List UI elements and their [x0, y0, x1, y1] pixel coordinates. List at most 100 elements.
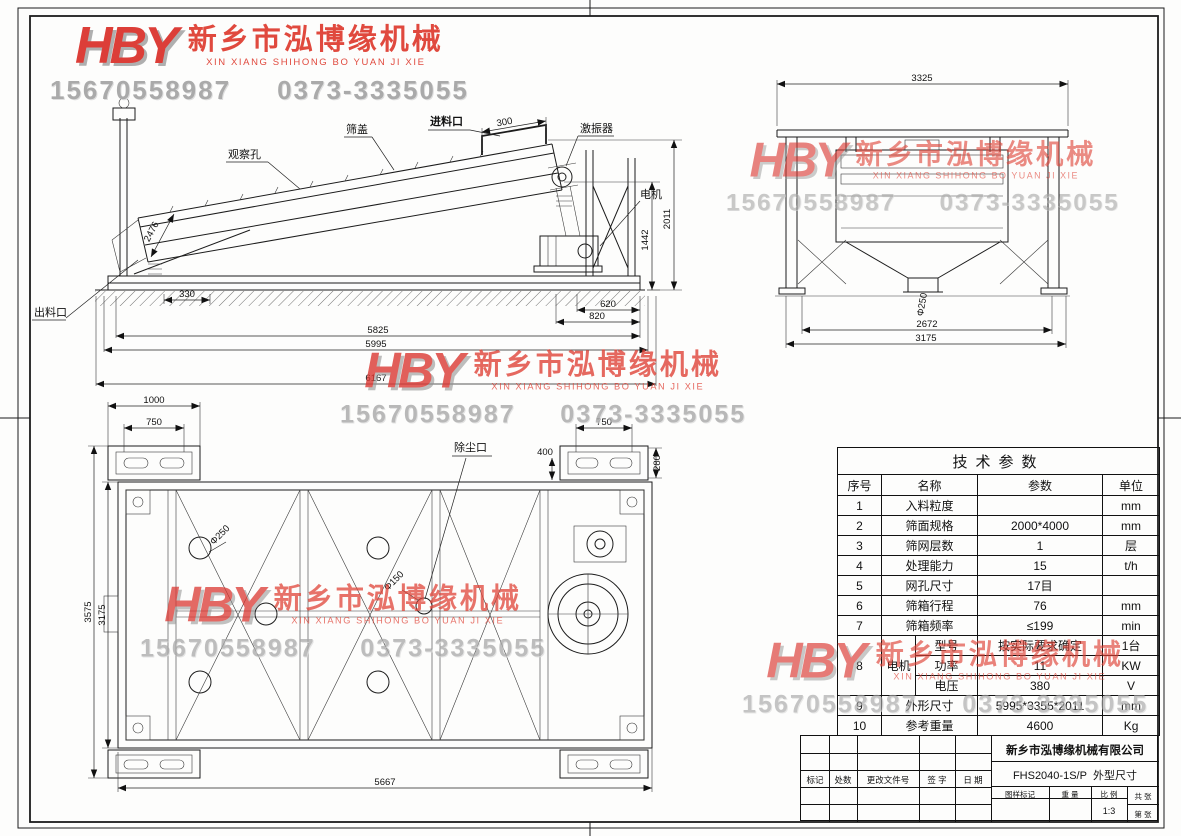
param-unit: V — [1101, 675, 1161, 696]
param-no: 2 — [837, 515, 882, 536]
exciter-unit — [547, 162, 579, 191]
top-view: 除尘口 Φ250 Φ150 1000 750 750 400 280 3575 — [83, 395, 663, 792]
rev-header-date: 日 期 — [963, 775, 983, 785]
side-view: 观察孔 筛盖 进料口 激振器 电机 出料口 300 2476 1442 — [32, 97, 682, 388]
drawing-number: FHS2040-1S/P — [1012, 770, 1087, 782]
param-row-motor: 电压 380 V — [838, 675, 1161, 696]
dim-2672: 2672 — [916, 319, 937, 330]
scale-header: 比 例 — [1100, 790, 1118, 799]
param-subname: 电压 — [915, 675, 978, 696]
param-unit: t/h — [1101, 555, 1161, 576]
front-frame — [775, 129, 1070, 297]
top-view-labels: 除尘口 Φ250 Φ150 — [208, 440, 492, 601]
param-name: 筛网层数 — [881, 535, 978, 556]
label-motor: 电机 — [640, 187, 662, 201]
side-view-dimensions: 300 2476 1442 2011 330 620 820 5825 5995… — [95, 116, 682, 388]
dim-3325: 3325 — [911, 73, 932, 84]
company-name: 新乡市泓博缘机械有限公司 — [1006, 745, 1144, 757]
param-no: 4 — [837, 555, 882, 576]
param-name: 电机 — [881, 635, 916, 696]
dim-820: 820 — [589, 311, 605, 322]
param-unit: mm — [1101, 595, 1161, 616]
param-unit: 层 — [1101, 535, 1161, 556]
col-no: 序号 — [837, 474, 882, 496]
sheet-number: 第 张 — [1134, 810, 1152, 819]
label-observation-hole: 观察孔 — [228, 147, 261, 161]
param-no: 7 — [837, 615, 882, 636]
motor-unit — [533, 185, 603, 273]
top-flanges — [107, 445, 649, 779]
dim-5995: 5995 — [365, 339, 386, 350]
dim-330: 330 — [179, 289, 195, 300]
param-unit: KW — [1101, 655, 1161, 676]
param-no: 6 — [837, 595, 882, 616]
param-unit: Kg — [1101, 715, 1161, 736]
param-value: 5995*3355*2011 — [977, 695, 1103, 716]
side-view-labels: 观察孔 筛盖 进料口 激振器 电机 出料口 — [32, 114, 662, 321]
param-subname: 型号 — [915, 635, 978, 656]
param-unit: mm — [1101, 515, 1161, 536]
sheet-total: 共 张 — [1134, 792, 1152, 801]
param-no: 9 — [837, 695, 882, 716]
label-dust-port: 除尘口 — [454, 440, 487, 454]
param-row-motor: 8 电机 型号 按实际要求确定 1台 — [837, 635, 1161, 696]
param-value: 15 — [977, 555, 1103, 576]
label-discharge-outlet: 出料口 — [34, 305, 67, 319]
param-unit: mm — [1101, 495, 1161, 516]
table-title: 技术参数 — [836, 447, 1161, 475]
scale-value: 1:3 — [1102, 806, 1116, 816]
dim-3575: 3575 — [83, 601, 94, 622]
param-name: 筛箱行程 — [881, 595, 978, 616]
param-unit: mm — [1101, 695, 1161, 716]
front-view-dimensions: 3325 Φ250 2672 3175 — [776, 73, 1069, 348]
param-name: 外形尺寸 — [881, 695, 978, 716]
dim-1000: 1000 — [143, 395, 164, 406]
param-name: 筛箱频率 — [881, 615, 978, 636]
drawing-title: FHS2040-1S/P 外型尺寸 — [991, 767, 1159, 783]
param-value: 17目 — [977, 575, 1103, 596]
param-value: ≤199 — [977, 615, 1103, 636]
param-no: 5 — [837, 575, 882, 596]
param-no: 10 — [837, 715, 882, 736]
top-drive-unit — [547, 525, 629, 655]
param-no: 1 — [837, 495, 882, 516]
param-value: 380 — [977, 675, 1103, 696]
front-view: 3325 Φ250 2672 3175 — [775, 73, 1070, 348]
param-value — [977, 495, 1103, 516]
dim-750-left: 750 — [146, 417, 162, 428]
col-name: 名称 — [881, 474, 978, 496]
dim-outlet-dia: Φ250 — [915, 292, 930, 317]
col-unit: 单位 — [1101, 474, 1161, 496]
param-name: 参考重量 — [881, 715, 978, 736]
param-no: 8 — [837, 635, 882, 696]
rev-header-sign: 签 字 — [927, 775, 947, 785]
param-name: 网孔尺寸 — [881, 575, 978, 596]
param-value: 4600 — [977, 715, 1103, 736]
param-unit: 1台 — [1101, 635, 1161, 656]
weight-header: 重 量 — [1061, 790, 1079, 799]
param-value: 1 — [977, 535, 1103, 556]
table-title-row: 技术参数 — [836, 447, 1161, 475]
label-exciter: 激振器 — [580, 121, 613, 135]
param-unit: min — [1101, 615, 1161, 636]
rev-header-count: 处数 — [834, 775, 852, 785]
dim-hole-150: Φ150 — [382, 569, 406, 593]
title-block-divider — [991, 736, 992, 822]
dim-5667: 5667 — [374, 777, 395, 788]
param-no: 3 — [837, 535, 882, 556]
dim-hole-250: Φ250 — [208, 523, 232, 547]
col-value: 参数 — [977, 474, 1103, 496]
dim-3175-front: 3175 — [915, 333, 936, 344]
param-value: 11 — [977, 655, 1103, 676]
